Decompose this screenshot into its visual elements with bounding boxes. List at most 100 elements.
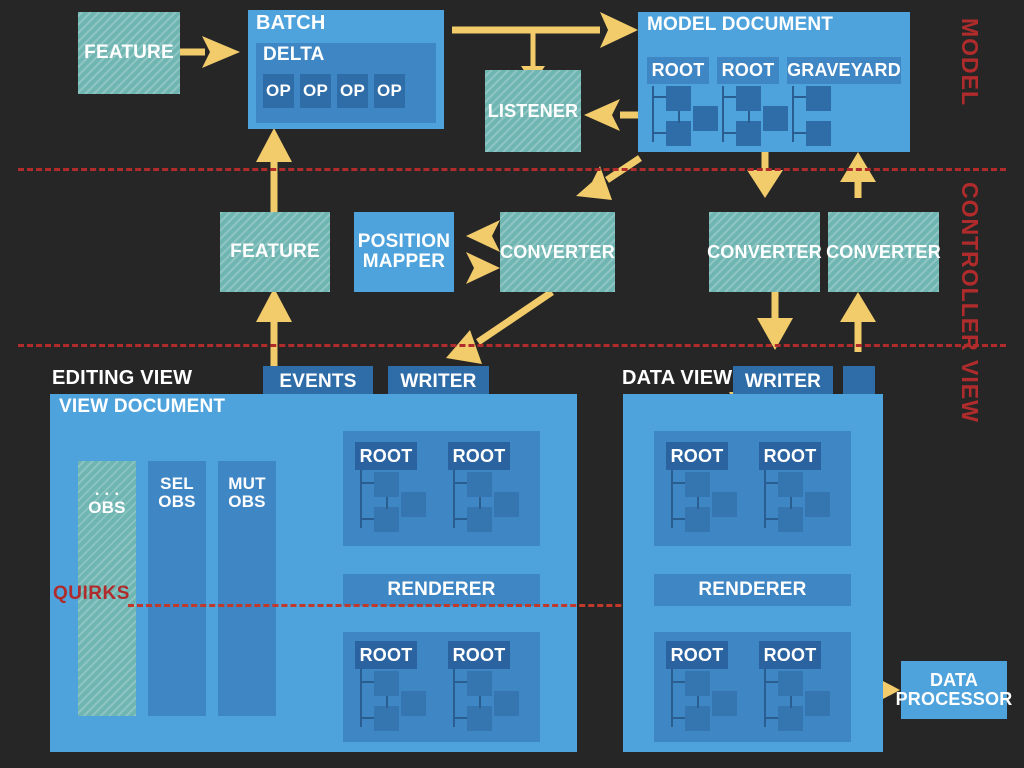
- observer-column-other[interactable]: . . . OBS: [78, 461, 136, 716]
- root-chip[interactable]: ROOT: [666, 442, 728, 470]
- root-chip[interactable]: ROOT: [355, 641, 417, 669]
- converter-label: CONVERTER: [500, 241, 615, 262]
- layer-caption-view: VIEW: [957, 360, 983, 423]
- observer-column-mut[interactable]: MUT OBS: [218, 461, 276, 716]
- converter-box-1[interactable]: CONVERTER: [500, 212, 615, 292]
- editing-lower-root-group[interactable]: ROOT ROOT: [343, 632, 540, 742]
- op-label: OP: [377, 81, 402, 101]
- quirks-label: QUIRKS: [53, 583, 130, 604]
- root-chip[interactable]: ROOT: [759, 641, 821, 669]
- layer-caption-controller: CONTROLLER: [957, 182, 983, 352]
- observer-mut-label: MUT OBS: [228, 474, 266, 511]
- op-chip[interactable]: OP: [374, 74, 405, 108]
- batch-title: BATCH: [256, 12, 326, 34]
- op-label: OP: [266, 81, 291, 101]
- tab-events-label: EVENTS: [279, 371, 357, 393]
- listener-label: LISTENER: [487, 100, 579, 121]
- layer-caption-model: MODEL: [957, 18, 983, 107]
- root-label: ROOT: [763, 445, 817, 466]
- view-tree: [764, 470, 830, 532]
- converter-box-3[interactable]: CONVERTER: [826, 212, 941, 292]
- converter-box-2[interactable]: CONVERTER: [707, 212, 822, 292]
- root-chip[interactable]: ROOT: [355, 442, 417, 470]
- op-chip[interactable]: OP: [263, 74, 294, 108]
- arrow-converter-to-writer: [446, 289, 554, 364]
- arrow-controller-feature-to-batch: [256, 128, 292, 215]
- converter-label: CONVERTER: [707, 241, 822, 262]
- model-root-label: ROOT: [721, 60, 775, 81]
- view-tree: [671, 470, 737, 532]
- data-view-document-box[interactable]: ROOT ROOT: [623, 394, 883, 752]
- data-renderer[interactable]: RENDERER: [654, 574, 851, 606]
- arrow-position-mapper-to-converter: [466, 252, 500, 284]
- delta-title: DELTA: [263, 44, 325, 65]
- arrow-data-view-to-converter-3: [840, 292, 876, 352]
- delta-op-list: OP OP OP OP: [263, 74, 405, 108]
- view-tree: [453, 470, 519, 532]
- listener-box[interactable]: LISTENER: [485, 70, 581, 152]
- root-chip[interactable]: ROOT: [759, 442, 821, 470]
- data-upper-root-group[interactable]: ROOT ROOT: [654, 431, 851, 546]
- op-chip[interactable]: OP: [337, 74, 368, 108]
- observer-other-label: . . . OBS: [88, 480, 126, 517]
- model-graveyard-chip[interactable]: GRAVEYARD: [787, 57, 901, 84]
- view-document-box[interactable]: VIEW DOCUMENT . . . OBS SEL OBS MUT OBS …: [50, 394, 577, 752]
- arrow-feature-to-batch: [180, 36, 240, 68]
- editing-upper-root-group[interactable]: ROOT ROOT: [343, 431, 540, 546]
- controller-feature-label: FEATURE: [230, 241, 320, 263]
- root-chip[interactable]: ROOT: [448, 641, 510, 669]
- root-label: ROOT: [452, 644, 506, 665]
- editing-renderer[interactable]: RENDERER: [343, 574, 540, 606]
- model-graveyard-tree: [792, 84, 842, 146]
- model-tree: [722, 84, 788, 146]
- controller-feature-box[interactable]: FEATURE: [220, 212, 330, 292]
- converter-label: CONVERTER: [826, 241, 941, 262]
- root-label: ROOT: [670, 445, 724, 466]
- observer-sel-label: SEL OBS: [158, 474, 196, 511]
- root-chip[interactable]: ROOT: [448, 442, 510, 470]
- root-label: ROOT: [359, 445, 413, 466]
- tab-writer-label: WRITER: [744, 371, 822, 393]
- model-root-label: ROOT: [651, 60, 705, 81]
- tab-events[interactable]: EVENTS: [263, 366, 373, 398]
- arrow-converter-to-position-mapper: [466, 220, 500, 252]
- observer-column-sel[interactable]: SEL OBS: [148, 461, 206, 716]
- arrow-converter-3-to-model-document: [840, 152, 876, 198]
- view-tree: [764, 669, 830, 731]
- model-root-chip[interactable]: ROOT: [647, 57, 709, 84]
- divider-quirks: [128, 604, 883, 607]
- data-view-title: DATA VIEW: [622, 367, 733, 389]
- op-label: OP: [303, 81, 328, 101]
- view-tree: [671, 669, 737, 731]
- delta-box[interactable]: DELTA OP OP OP OP: [256, 43, 436, 123]
- root-label: ROOT: [359, 644, 413, 665]
- view-tree: [453, 669, 519, 731]
- renderer-label: RENDERER: [387, 579, 496, 601]
- tab-writer-label: WRITER: [400, 371, 477, 393]
- data-processor-box[interactable]: DATA PROCESSOR: [896, 661, 1012, 719]
- view-document-title: VIEW DOCUMENT: [59, 396, 226, 417]
- data-lower-root-group[interactable]: ROOT ROOT: [654, 632, 851, 742]
- model-document-box[interactable]: MODEL DOCUMENT ROOT ROOT GRAVEYARD: [638, 12, 910, 152]
- model-document-title: MODEL DOCUMENT: [647, 14, 834, 35]
- model-feature-label: FEATURE: [84, 42, 174, 64]
- tab-writer-editing[interactable]: WRITER: [388, 366, 489, 398]
- model-root-chip[interactable]: ROOT: [717, 57, 779, 84]
- model-graveyard-label: GRAVEYARD: [787, 60, 901, 81]
- op-chip[interactable]: OP: [300, 74, 331, 108]
- arrow-converter-2-to-data-writer: [757, 292, 793, 350]
- root-chip[interactable]: ROOT: [666, 641, 728, 669]
- position-mapper-box[interactable]: POSITION MAPPER: [354, 212, 454, 292]
- tab-writer-data[interactable]: WRITER: [733, 366, 833, 398]
- renderer-label: RENDERER: [698, 579, 807, 601]
- position-mapper-label: POSITION MAPPER: [357, 231, 451, 272]
- tab-extra-data[interactable]: [843, 366, 875, 398]
- batch-box[interactable]: BATCH DELTA OP OP OP OP: [248, 10, 444, 129]
- data-processor-label: DATA PROCESSOR: [895, 670, 1013, 709]
- editing-view-title: EDITING VIEW: [52, 367, 193, 389]
- model-tree: [652, 84, 718, 146]
- arrow-model-document-to-converter-2: [747, 152, 783, 198]
- model-feature-box[interactable]: FEATURE: [78, 12, 180, 94]
- divider-model-controller: [18, 168, 1006, 171]
